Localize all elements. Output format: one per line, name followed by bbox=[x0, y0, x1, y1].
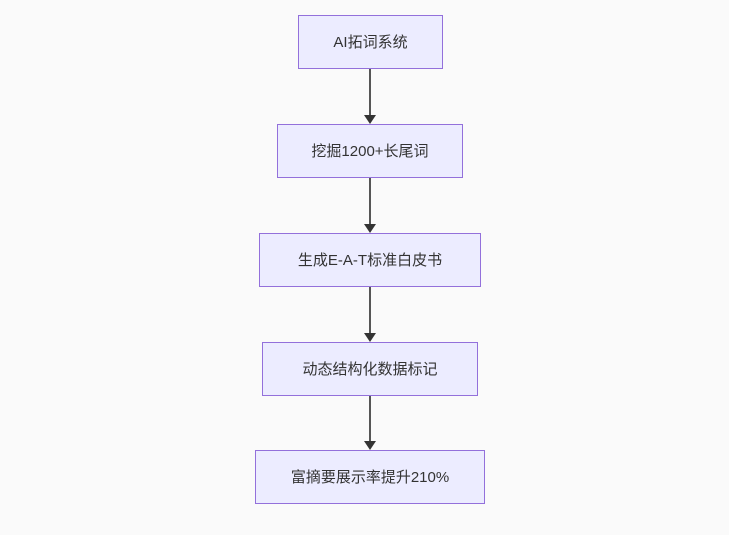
flow-node-longtail-mining: 挖掘1200+长尾词 bbox=[277, 124, 463, 178]
arrow-line bbox=[369, 69, 371, 115]
flow-arrow-4 bbox=[364, 396, 376, 450]
arrow-head-icon bbox=[364, 441, 376, 450]
flow-node-label: AI拓词系统 bbox=[333, 33, 408, 51]
flow-arrow-3 bbox=[364, 287, 376, 342]
arrow-line bbox=[369, 287, 371, 333]
flow-node-ai-keyword-system: AI拓词系统 bbox=[298, 15, 443, 69]
flow-arrow-2 bbox=[364, 178, 376, 233]
flow-node-label: 富摘要展示率提升210% bbox=[290, 468, 450, 486]
flow-node-structured-data: 动态结构化数据标记 bbox=[262, 342, 478, 396]
arrow-head-icon bbox=[364, 333, 376, 342]
arrow-head-icon bbox=[364, 115, 376, 124]
arrow-head-icon bbox=[364, 224, 376, 233]
flow-node-label: 生成E-A-T标准白皮书 bbox=[297, 251, 443, 269]
arrow-line bbox=[369, 178, 371, 224]
flow-arrow-1 bbox=[364, 69, 376, 124]
flow-node-label: 动态结构化数据标记 bbox=[302, 360, 438, 378]
flow-node-label: 挖掘1200+长尾词 bbox=[311, 142, 429, 160]
flow-node-eat-whitepaper: 生成E-A-T标准白皮书 bbox=[259, 233, 481, 287]
flow-node-rich-snippet-rate: 富摘要展示率提升210% bbox=[255, 450, 485, 504]
arrow-line bbox=[369, 396, 371, 441]
